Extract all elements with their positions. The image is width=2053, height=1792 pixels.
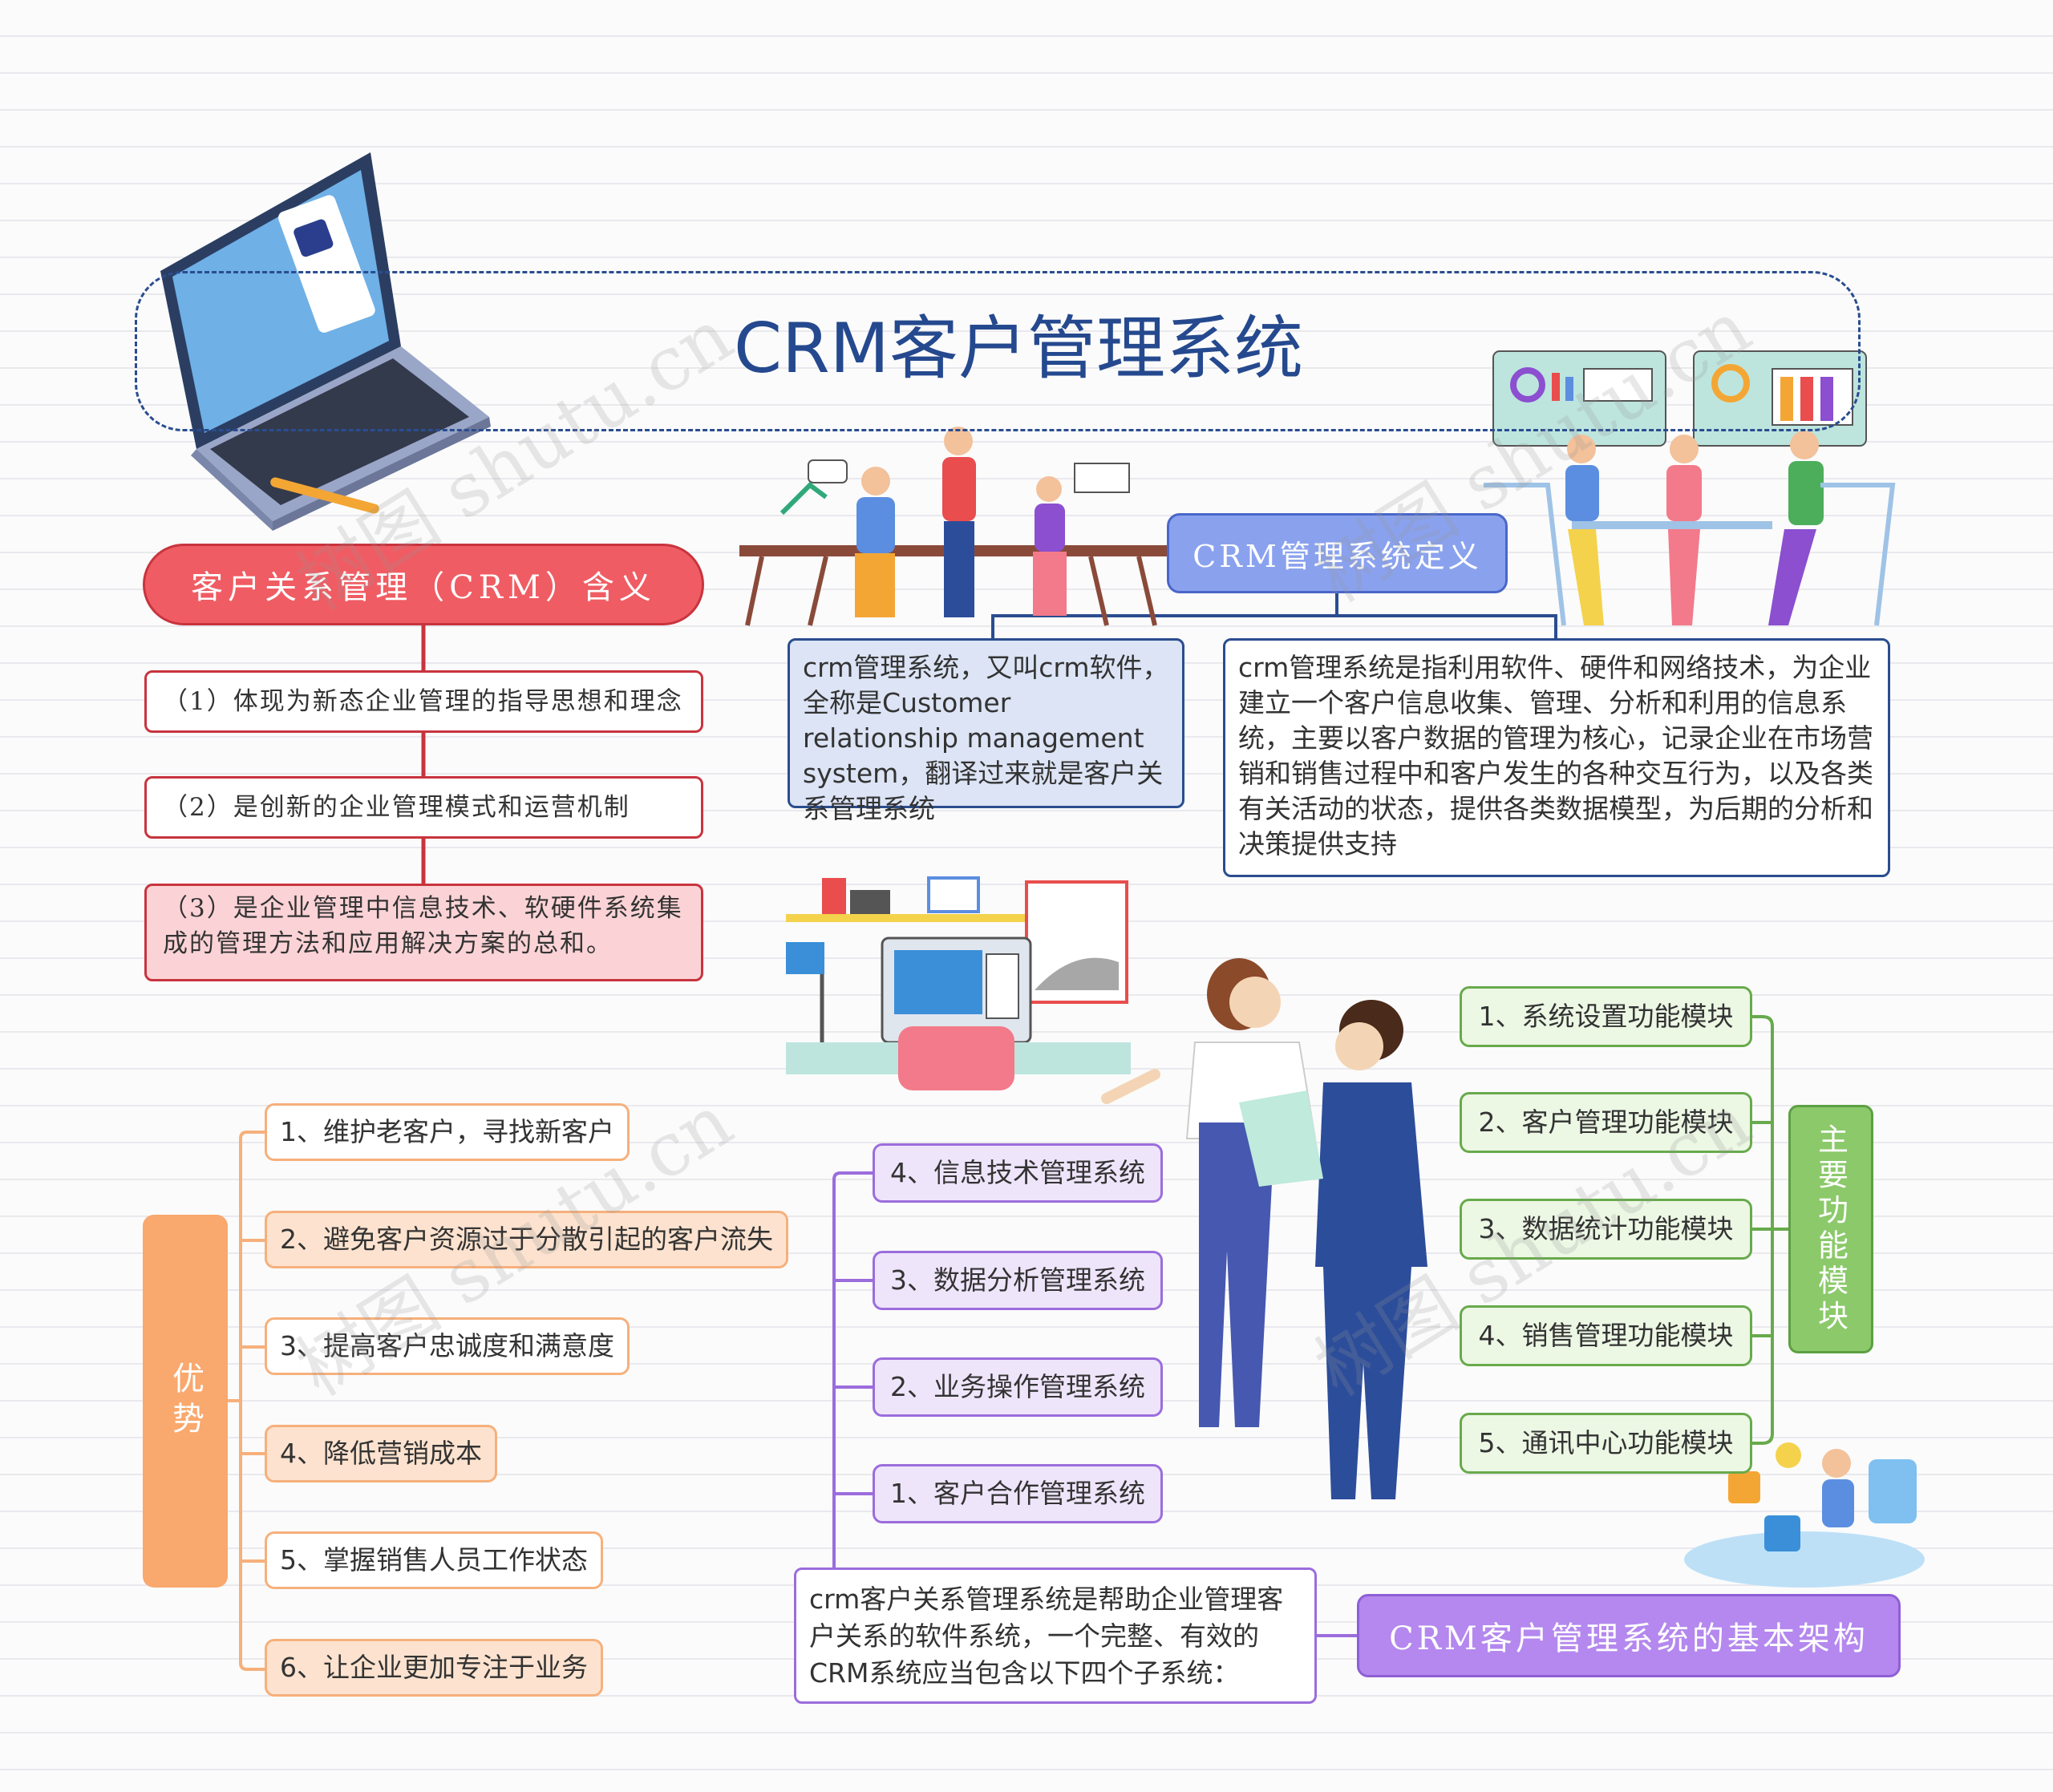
advantage-item-4: 4、降低营销成本 xyxy=(265,1425,497,1483)
advantage-item-1: 1、维护老客户，寻找新客户 xyxy=(265,1103,630,1161)
advantage-item-2: 2、避免客户资源过于分散引起的客户流失 xyxy=(265,1211,788,1268)
module-item-5: 5、通讯中心功能模块 xyxy=(1460,1413,1752,1474)
meaning-item-1: （1）体现为新态企业管理的指导思想和理念 xyxy=(144,670,703,733)
definition-left-box: crm管理系统，又叫crm软件，全称是Customer relationship… xyxy=(788,638,1184,824)
title-frame xyxy=(135,271,1861,431)
definition-right-box: crm管理系统是指利用软件、硬件和网络技术，为企业建立一个客户信息收集、管理、分… xyxy=(1223,638,1890,877)
architecture-heading: CRM客户管理系统的基本架构 xyxy=(1357,1594,1901,1677)
office-team-illustration xyxy=(739,427,1172,626)
advantage-item-3: 3、提高客户忠诚度和满意度 xyxy=(265,1317,630,1375)
architecture-item-2: 2、业务操作管理系统 xyxy=(873,1357,1163,1417)
meaning-heading: 客户关系管理（CRM）含义 xyxy=(143,544,704,625)
desk-illustration xyxy=(786,876,1131,1090)
page-title: CRM客户管理系统 xyxy=(733,309,1303,389)
advantage-item-6: 6、让企业更加专注于业务 xyxy=(265,1639,603,1697)
architecture-item-1: 1、客户合作管理系统 xyxy=(873,1464,1163,1523)
modules-heading: 主要功能模块 xyxy=(1788,1105,1873,1353)
laptop-illustration xyxy=(160,152,491,531)
architecture-description: crm客户关系管理系统是帮助企业管理客户关系的软件系统，一个完整、有效的CRM系… xyxy=(794,1567,1317,1704)
advantages-heading: 优势 xyxy=(143,1215,228,1588)
module-item-2: 2、客户管理功能模块 xyxy=(1460,1092,1752,1153)
advantage-item-5: 5、掌握销售人员工作状态 xyxy=(265,1531,603,1589)
architecture-item-3: 3、数据分析管理系统 xyxy=(873,1251,1163,1310)
module-item-4: 4、销售管理功能模块 xyxy=(1460,1305,1752,1366)
vr-tech-illustration xyxy=(1684,1442,1925,1588)
module-item-1: 1、系统设置功能模块 xyxy=(1460,986,1752,1047)
module-item-3: 3、数据统计功能模块 xyxy=(1460,1199,1752,1260)
business-people-illustration xyxy=(1101,958,1427,1499)
definition-heading: CRM管理系统定义 xyxy=(1167,513,1508,593)
meaning-item-3: （3）是企业管理中信息技术、软硬件系统集成的管理方法和应用解决方案的总和。 xyxy=(144,884,703,981)
architecture-item-4: 4、信息技术管理系统 xyxy=(873,1143,1163,1203)
meaning-item-2: （2）是创新的企业管理模式和运营机制 xyxy=(144,776,703,839)
